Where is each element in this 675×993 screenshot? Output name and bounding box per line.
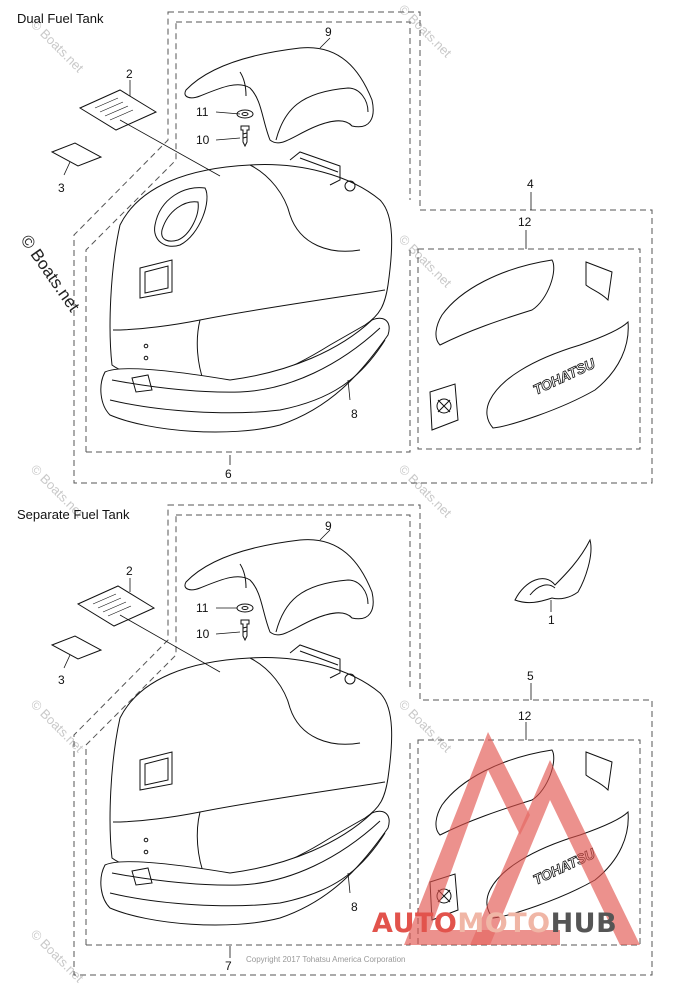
part-8-seal [100, 810, 390, 926]
watermark-tile: © Boats.net [396, 2, 455, 61]
leader [347, 379, 351, 401]
leader [215, 111, 241, 115]
callout-3: 3 [58, 673, 65, 687]
part-2-label [76, 585, 156, 627]
leader [319, 37, 331, 49]
callout-3: 3 [58, 181, 65, 195]
callout-12: 12 [518, 215, 532, 229]
callout-9: 9 [325, 25, 332, 39]
part-12-decal-small [585, 261, 613, 302]
frame-12 [417, 248, 641, 450]
leader [215, 137, 241, 141]
part-2-label [78, 89, 158, 131]
frame-6 [73, 11, 653, 484]
brand-part-moto: MOTO [457, 908, 551, 939]
callout-10: 10 [196, 627, 210, 641]
watermark-tile: © Boats.net [396, 697, 455, 756]
callout-9: 9 [325, 519, 332, 533]
callout-11: 11 [196, 601, 209, 615]
callout-8: 8 [351, 900, 358, 914]
part-1-decal [514, 538, 592, 604]
watermark-tile: © Boats.net [396, 232, 455, 291]
part-10-screw [240, 619, 250, 642]
leader [63, 161, 71, 176]
callouts-bottom: 9 2 11 10 3 1 5 12 8 7 [58, 519, 555, 973]
brand-part-auto: AUTO [372, 908, 458, 939]
frame-inner-bottom [86, 250, 411, 453]
assembly-separate-fuel-tank [50, 504, 653, 976]
callout-2: 2 [126, 564, 133, 578]
part-12-decal-small [585, 751, 613, 792]
callouts-top: 9 2 11 10 3 4 12 8 6 [58, 25, 534, 481]
watermark-tile: © Boats.net [28, 697, 87, 756]
callout-8: 8 [351, 407, 358, 421]
part-3-pad [50, 635, 103, 660]
callout-6: 6 [225, 467, 232, 481]
callout-12: 12 [518, 709, 532, 723]
frame-inner-left [85, 22, 177, 452]
part-12-decal-upper [435, 259, 555, 346]
leader [119, 119, 221, 177]
part-12-decal-logo [429, 383, 459, 431]
watermark-tile: © Boats.net [396, 462, 455, 521]
part-9-handle [184, 539, 374, 636]
callout-7: 7 [225, 959, 232, 973]
copyright-text: Copyright 2017 Tohatsu America Corporati… [246, 955, 406, 964]
part-3-pad [50, 142, 103, 167]
callout-10: 10 [196, 133, 210, 147]
callout-1: 1 [548, 613, 555, 627]
part-9-handle [184, 47, 374, 144]
frame-12-bottom [417, 739, 641, 946]
brand-wordmark: AUTOMOTOHUB [372, 908, 617, 939]
callout-4: 4 [527, 177, 534, 191]
automotohub-logo [404, 732, 640, 945]
watermark-tile: © Boats.net [28, 927, 87, 986]
frame-inner [176, 21, 411, 200]
section-title-separate: Separate Fuel Tank [17, 507, 130, 522]
brand-part-hub: HUB [550, 908, 618, 939]
part-8-seal [100, 317, 390, 433]
callout-11: 11 [196, 105, 209, 119]
frame-7 [73, 504, 653, 976]
callout-5: 5 [527, 669, 534, 683]
assembly-dual-fuel-tank [50, 11, 653, 484]
part-10-screw [240, 125, 250, 148]
part-12-decal-main [486, 320, 629, 429]
callout-2: 2 [126, 67, 133, 81]
part-11-washer [236, 603, 254, 613]
section-title-dual: Dual Fuel Tank [17, 11, 104, 26]
